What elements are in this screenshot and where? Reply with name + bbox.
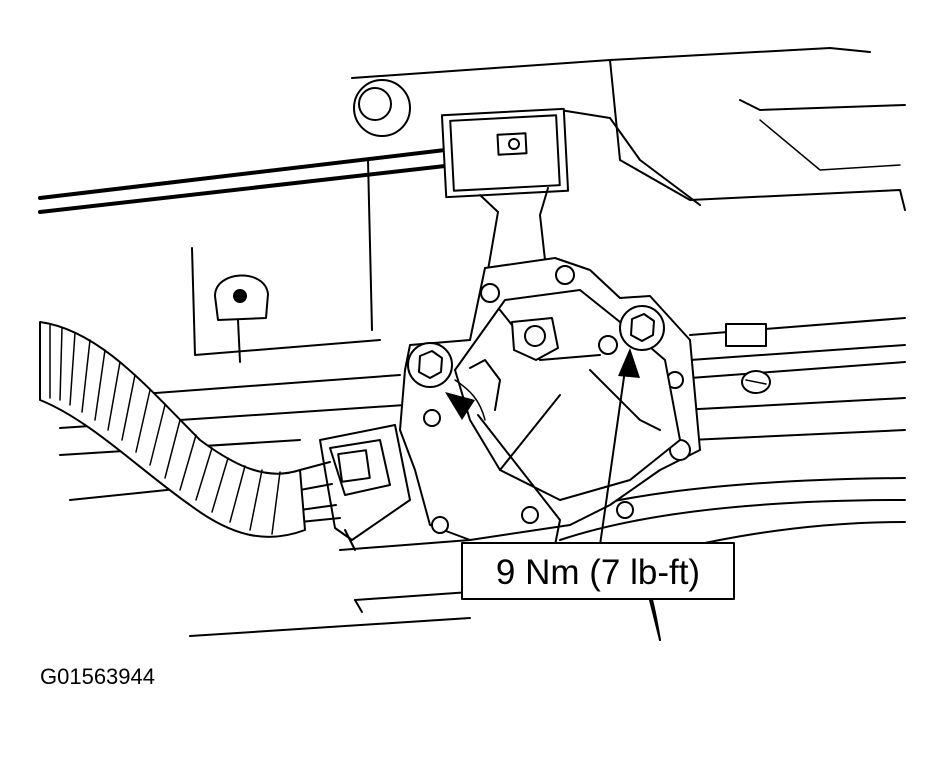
wiring-harness-icon — [39, 321, 306, 538]
mounting-stud — [214, 274, 269, 363]
figure-id: G01563944 — [40, 664, 155, 689]
arrow-icon — [445, 392, 561, 546]
torque-label: 9 Nm (7 lb-ft) — [496, 553, 700, 592]
background-structure — [59, 47, 906, 641]
arrow-icon — [599, 348, 640, 546]
electrical-connector-icon — [299, 424, 411, 551]
actuator-assembly — [399, 257, 701, 541]
bolt-icon — [619, 305, 665, 351]
shift-cable — [38, 79, 570, 271]
torque-callout: 9 Nm (7 lb-ft) — [461, 542, 735, 600]
bolt-icon — [407, 342, 453, 388]
